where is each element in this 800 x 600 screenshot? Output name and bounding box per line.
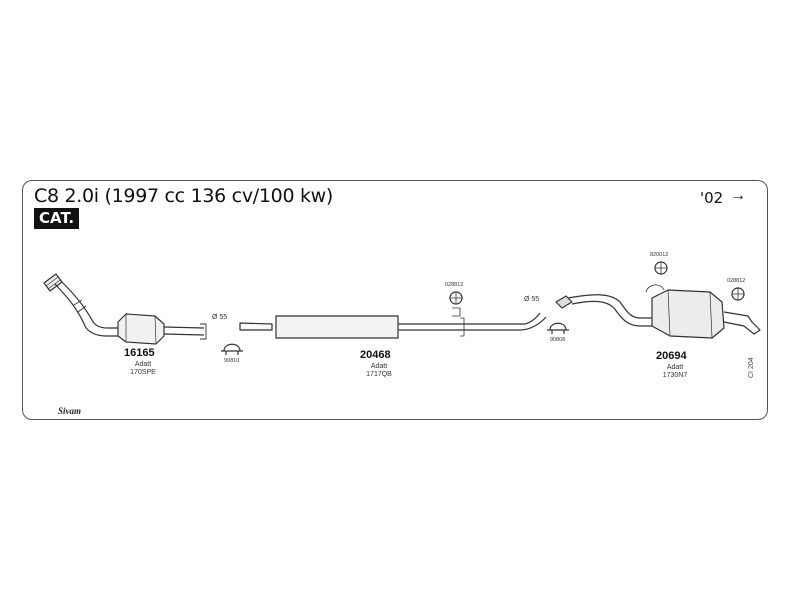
diameter-label-2: Ø 55 <box>524 296 540 303</box>
hanger-label-3: 028812 <box>727 278 746 284</box>
part-number-1: 16165 <box>124 347 155 359</box>
hanger-label-1: 028812 <box>445 282 464 288</box>
adapter-code: 170SPE <box>130 369 156 376</box>
arrow-right-icon: → <box>730 187 746 204</box>
hanger-label-2: 820012 <box>650 252 669 258</box>
adapter-label: Adatt <box>134 361 152 368</box>
clamp-label-1: 90810 <box>224 358 240 364</box>
center-silencer <box>275 312 547 339</box>
year-label: '02 <box>700 189 724 207</box>
diameter-label-1: Ø 55 <box>212 314 228 321</box>
catalytic-converter <box>117 313 207 345</box>
adapter-code: 1730N7 <box>662 372 688 379</box>
front-pipe <box>43 273 120 337</box>
adapter-label: Adatt <box>370 363 388 370</box>
part-adapter-2: Adatt 1717QB <box>358 363 400 379</box>
part-number-3: 20694 <box>656 350 687 362</box>
clamp-label-2: 90808 <box>550 337 566 343</box>
part-adapter-3: Adatt 1730N7 <box>654 364 696 380</box>
rear-silencer <box>555 284 761 339</box>
hanger-3 <box>731 287 745 301</box>
adapter-label: Adatt <box>666 364 684 371</box>
cat-badge: CAT. <box>34 208 80 229</box>
connector-pipe <box>239 322 273 331</box>
diagram-code: CI 204 <box>748 357 755 378</box>
brand-logo: Sivam <box>58 406 82 416</box>
part-adapter-1: Adatt 170SPE <box>122 361 164 377</box>
vehicle-title: C8 2.0i (1997 cc 136 cv/100 kw) <box>34 185 334 207</box>
hanger-1 <box>449 291 463 317</box>
adapter-code: 1717QB <box>366 371 392 378</box>
clamp-90810 <box>221 343 243 355</box>
hanger-2 <box>654 261 668 275</box>
diagram-frame <box>22 180 768 420</box>
part-number-2: 20468 <box>360 349 391 361</box>
clamp-90808 <box>547 322 569 334</box>
